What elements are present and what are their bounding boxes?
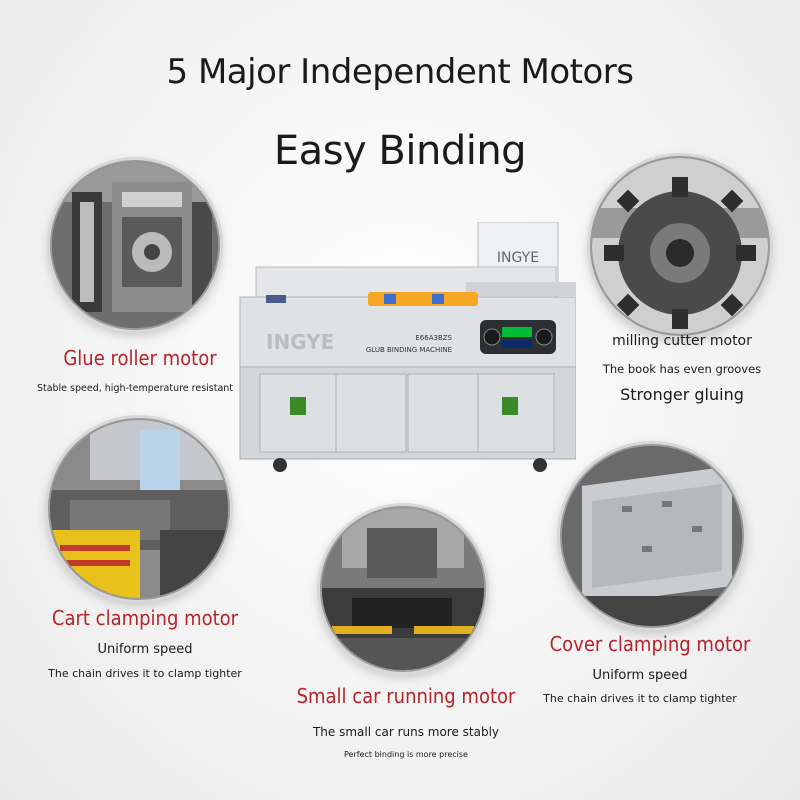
cover-clamping-desc2: The chain drives it to clamp tighter (543, 692, 737, 705)
glue-roller-illustration (52, 162, 218, 328)
machine-brand-front: INGYE (266, 330, 334, 354)
small-car-desc1: The small car runs more stably (312, 725, 500, 739)
small-car-title: Small car running motor (296, 684, 516, 708)
cover-clamping-illustration (562, 446, 742, 626)
milling-cutter-desc1: The book has even grooves (602, 362, 762, 376)
cart-clamping-desc2: The chain drives it to clamp tighter (48, 667, 242, 680)
headline: 5 Major Independent Motors (166, 52, 634, 92)
cart-clamping-desc1: Uniform speed (97, 642, 193, 657)
glue-roller-photo (50, 160, 220, 330)
binding-machine-illustration: INGYE INGYE E66A3BZS GLUB BINDING MACHIN… (236, 221, 577, 474)
small-car-illustration (322, 508, 484, 670)
small-car-photo (320, 506, 486, 672)
glue-roller-title: Glue roller motor (63, 346, 217, 370)
cover-clamping-photo (560, 444, 744, 628)
cover-clamping-title: Cover clamping motor (549, 632, 751, 656)
cover-clamping-desc1: Uniform speed (592, 668, 688, 683)
subheadline: Easy Binding (273, 128, 527, 174)
cart-clamping-title: Cart clamping motor (51, 606, 239, 630)
milling-cutter-title: milling cutter motor (612, 333, 752, 349)
machine-brand-back: INGYE (497, 250, 539, 266)
cart-clamping-illustration (50, 420, 228, 598)
small-car-desc2: Perfect binding is more precise (344, 750, 468, 759)
milling-cutter-photo (590, 156, 770, 336)
milling-cutter-illustration (592, 158, 768, 334)
machine-subtitle: GLUB BINDING MACHINE (366, 346, 452, 354)
cart-clamping-photo (48, 418, 230, 600)
machine-model: E66A3BZS (415, 334, 452, 342)
milling-cutter-desc2: Stronger gluing (620, 385, 744, 404)
glue-roller-desc: Stable speed, high-temperature resistant (36, 383, 234, 394)
